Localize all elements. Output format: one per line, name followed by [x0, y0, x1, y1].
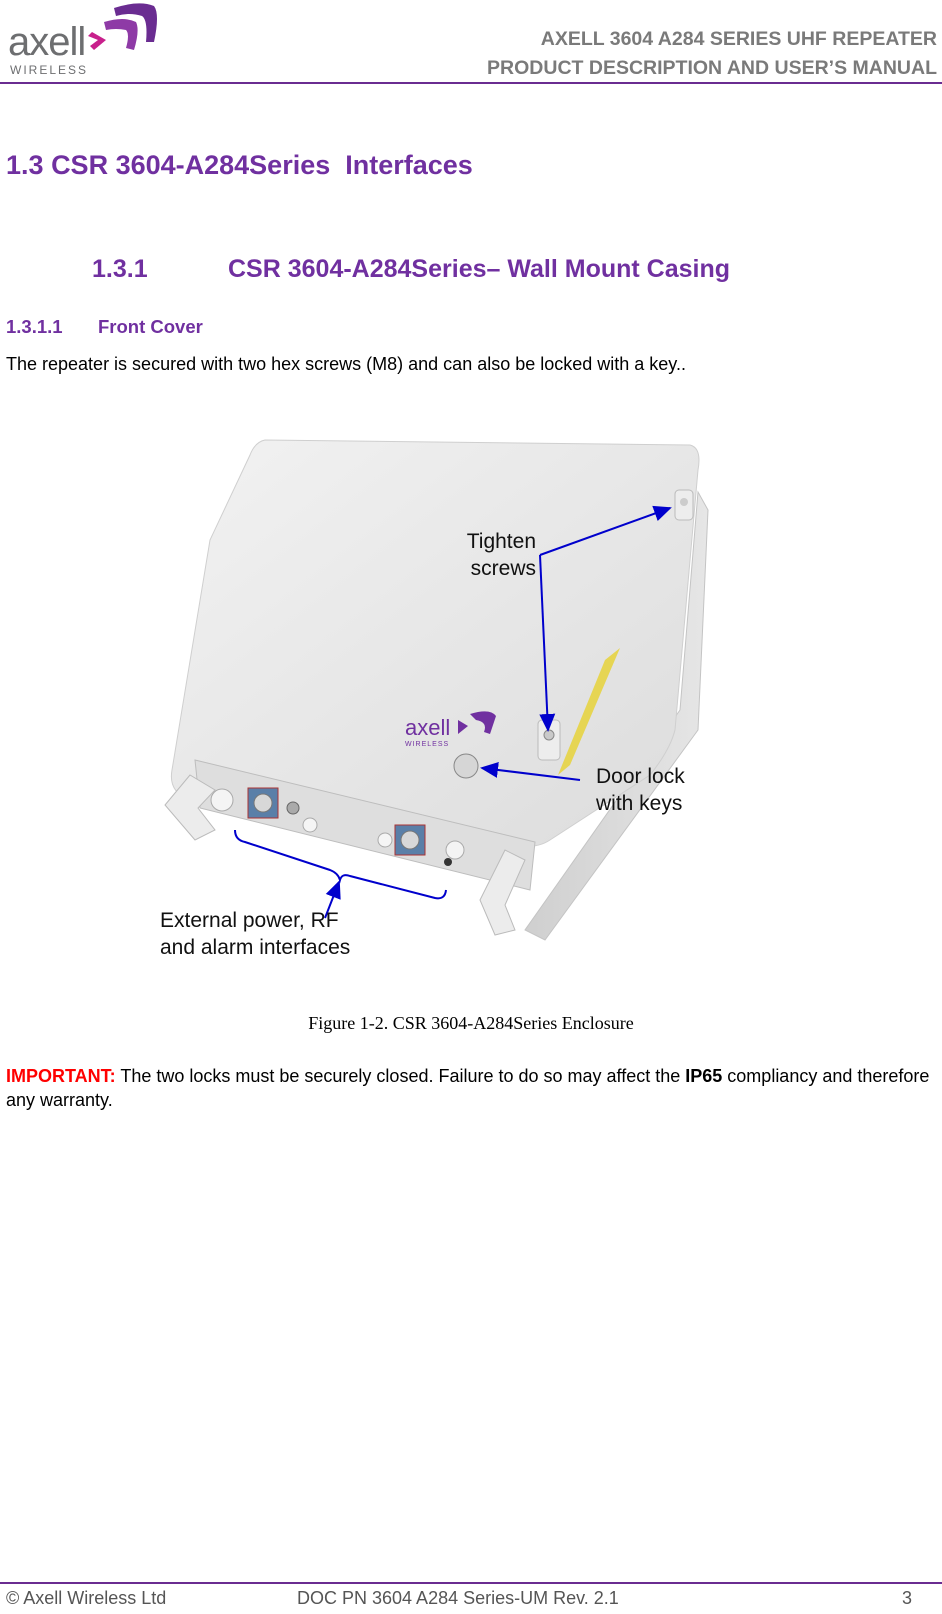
footer-divider: [0, 1582, 942, 1584]
axell-chevrons-logo-icon: [88, 3, 157, 50]
header-title-line-1: AXELL 3604 A284 SERIES UHF REPEATER: [540, 28, 937, 50]
svg-text:WIRELESS: WIRELESS: [405, 741, 449, 748]
subsubsection-heading: 1.3.1.1 Front Cover: [6, 316, 203, 338]
label-door-line-1: Door lock: [596, 765, 685, 788]
label-door-line-2: with keys: [596, 792, 683, 815]
axell-logo: [6, 2, 157, 80]
figure-caption: Figure 1-2. CSR 3604-A284Series Enclosur…: [308, 1013, 634, 1033]
subsection-title: CSR 3604-A284Series– Wall Mount Casing: [228, 255, 731, 283]
label-tighten-line-2: screws: [470, 557, 536, 580]
important-bold-ip65: IP65: [685, 1066, 723, 1086]
subsection-number: 1.3.1: [92, 255, 148, 283]
footer-page-number: 3: [902, 1588, 913, 1608]
device-brand-logo: axell: [405, 715, 450, 740]
header-divider: [0, 82, 942, 84]
important-label: IMPORTANT:: [6, 1066, 116, 1086]
subsubsection-number: 1.3.1.1: [6, 316, 63, 337]
header-title-line-2: PRODUCT DESCRIPTION AND USER’S MANUAL: [487, 57, 937, 79]
footer-doc-number: DOC PN 3604 A284 Series-UM Rev. 2.1: [297, 1588, 619, 1608]
important-text-1: The two locks must be securely closed. F…: [115, 1066, 686, 1086]
label-external-interfaces: External power, RF and alarm interfaces: [160, 907, 350, 961]
important-note: IMPORTANT: The two locks must be securel…: [6, 1064, 936, 1112]
section-title: CSR 3604-A284Series Interfaces: [51, 150, 473, 180]
label-door-lock: Door lock with keys: [596, 763, 685, 817]
section-heading: 1.3 CSR 3604-A284Series Interfaces: [6, 150, 473, 181]
important-text-2: compliancy and therefore any warranty.: [6, 1066, 930, 1110]
repeater-enclosure-illustration: axell WIRELESS: [164, 439, 709, 941]
footer-copyright: © Axell Wireless Ltd: [6, 1588, 167, 1608]
label-ext-line-2: and alarm interfaces: [160, 936, 351, 959]
logo-brand-text: axell: [8, 20, 86, 64]
label-ext-line-1: External power, RF: [160, 909, 339, 932]
label-tighten-screws: Tighten screws: [456, 528, 536, 582]
section-number: 1.3: [6, 150, 44, 180]
logo-sub-text: WIRELESS: [10, 63, 89, 77]
subsubsection-title: Front Cover: [98, 316, 203, 337]
enclosure-figure: axell WIRELESS Tighten screws Door lock …: [150, 430, 750, 990]
document-header-title: AXELL 3604 A284 SERIES UHF REPEATER PROD…: [487, 25, 937, 83]
body-paragraph: The repeater is secured with two hex scr…: [6, 354, 686, 374]
label-tighten-line-1: Tighten: [466, 530, 536, 553]
